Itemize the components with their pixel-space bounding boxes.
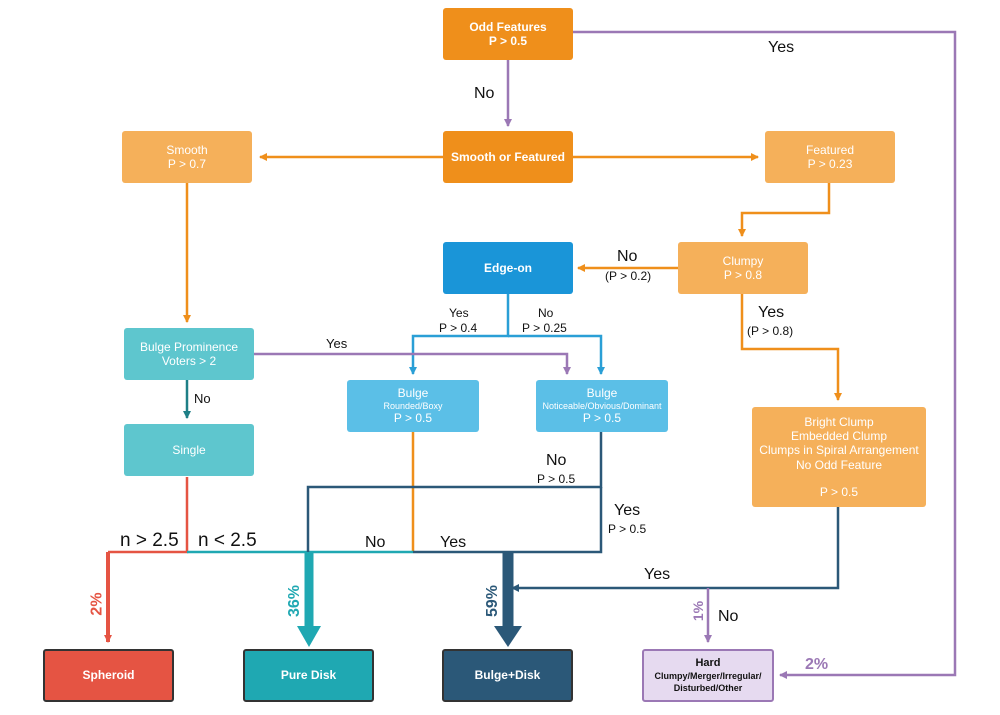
node-single-title: Single [172, 442, 206, 457]
node-bright-clump-line-2: Embedded Clump [790, 428, 888, 443]
label-edge-yes-condition: P > 0.4 [439, 321, 478, 335]
node-bulge-disk-title: Bulge+Disk [474, 668, 541, 683]
label-edge-yes: Yes [449, 306, 469, 320]
label-clumpy-yes-condition: (P > 0.8) [747, 324, 794, 338]
node-single: Single [124, 424, 254, 476]
pct-spheroid: 2% [88, 592, 106, 616]
node-bright-clump-line-4: No Odd Feature [795, 457, 883, 472]
pct-bulge-disk: 59% [484, 584, 502, 618]
edge-noticeable-yes [508, 487, 603, 554]
node-bulge-noticeable-condition: P > 0.5 [582, 411, 622, 426]
label-single-n-gt: n > 2.5 [120, 530, 179, 551]
label-edge-no-condition: P > 0.25 [522, 321, 567, 335]
node-clumpy-title: Clumpy [722, 253, 764, 268]
label-rounded-yes: Yes [440, 534, 467, 551]
node-smooth: Smooth P > 0.7 [122, 131, 252, 183]
node-bulge-noticeable-title: Bulge [586, 386, 618, 401]
label-single-n-lt: n < 2.5 [198, 530, 257, 551]
node-odd-features-condition: P > 0.5 [488, 34, 528, 48]
node-hard: Hard Clumpy/Merger/Irregular/ Disturbed/… [642, 649, 774, 702]
label-clump-yes: Yes [644, 566, 671, 583]
node-clumpy: Clumpy P > 0.8 [678, 242, 808, 294]
node-bulge-rounded-condition: P > 0.5 [393, 411, 433, 426]
node-featured-condition: P > 0.23 [807, 157, 853, 171]
node-odd-features-title: Odd Features [469, 19, 547, 34]
node-bulge-rounded: Bulge Rounded/Boxy P > 0.5 [347, 380, 479, 432]
node-featured-title: Featured [805, 142, 855, 157]
label-prominence-no: No [194, 391, 211, 406]
node-smooth-title: Smooth [166, 142, 208, 157]
node-bright-clump: Bright Clump Embedded Clump Clumps in Sp… [752, 407, 926, 507]
label-clumpy-yes: Yes [758, 304, 785, 321]
node-smooth-condition: P > 0.7 [167, 157, 207, 171]
edge-prominence-yes [254, 352, 571, 375]
node-bulge-prominence-title: Bulge Prominence [139, 339, 239, 354]
node-bright-clump-line-3: Clumps in Spiral Arrangement [759, 443, 919, 458]
node-bulge-disk: Bulge+Disk [442, 649, 573, 702]
label-odd-no: No [474, 85, 495, 102]
label-odd-yes: Yes [768, 39, 795, 56]
node-pure-disk: Pure Disk [243, 649, 374, 702]
label-hard-no: No [718, 608, 739, 625]
label-noticeable-yes: Yes [614, 502, 641, 519]
label-rounded-no: No [365, 534, 386, 551]
arrowhead-bulgedisk [494, 626, 522, 647]
label-noticeable-yes-condition: P > 0.5 [608, 522, 647, 536]
node-hard-line-2: Disturbed/Other [673, 683, 743, 694]
node-hard-line-1: Clumpy/Merger/Irregular/ [654, 670, 762, 681]
pct-hard-branch: 1% [690, 600, 707, 622]
node-bright-clump-condition: P > 0.5 [819, 485, 859, 500]
node-hard-title: Hard [695, 656, 721, 669]
edge-edgeon-no [508, 334, 605, 375]
edge-noticeable-no [306, 432, 603, 552]
node-featured: Featured P > 0.23 [765, 131, 895, 183]
label-prominence-yes: Yes [326, 336, 348, 351]
node-bulge-noticeable-subtitle: Noticeable/Obvious/Dominant [542, 400, 662, 411]
node-smooth-or-featured-title: Smooth or Featured [450, 149, 565, 164]
node-bulge-noticeable: Bulge Noticeable/Obvious/Dominant P > 0.… [536, 380, 668, 432]
pct-hard-odd: 2% [805, 656, 829, 673]
node-odd-features: Odd Features P > 0.5 [443, 8, 573, 60]
edge-odd-yes [573, 30, 957, 679]
label-edge-no: No [538, 306, 554, 320]
node-bright-clump-line-1: Bright Clump [804, 414, 874, 429]
node-bulge-prominence: Bulge Prominence Voters > 2 [124, 328, 254, 380]
node-spheroid: Spheroid [43, 649, 174, 702]
label-clumpy-no: No [617, 248, 638, 265]
label-noticeable-no: No [546, 452, 567, 469]
node-edge-on-title: Edge-on [484, 260, 532, 275]
node-bulge-prominence-condition: Voters > 2 [161, 354, 217, 368]
label-clumpy-no-condition: (P > 0.2) [605, 269, 652, 283]
label-noticeable-no-condition: P > 0.5 [537, 472, 576, 486]
node-pure-disk-title: Pure Disk [280, 668, 337, 683]
node-smooth-or-featured: Smooth or Featured [443, 131, 573, 183]
arrowhead-puredisk [297, 626, 321, 647]
node-edge-on: Edge-on [443, 242, 573, 294]
node-clumpy-condition: P > 0.8 [723, 268, 763, 282]
node-bulge-rounded-subtitle: Rounded/Boxy [383, 400, 443, 411]
edge-clump-bulgedisk [511, 507, 840, 592]
node-spheroid-title: Spheroid [82, 668, 135, 683]
edge-featured-clumpy [738, 183, 831, 237]
node-bulge-rounded-title: Bulge [397, 386, 429, 401]
pct-pure-disk: 36% [286, 584, 304, 618]
edge-clumpy-bright [740, 293, 842, 401]
